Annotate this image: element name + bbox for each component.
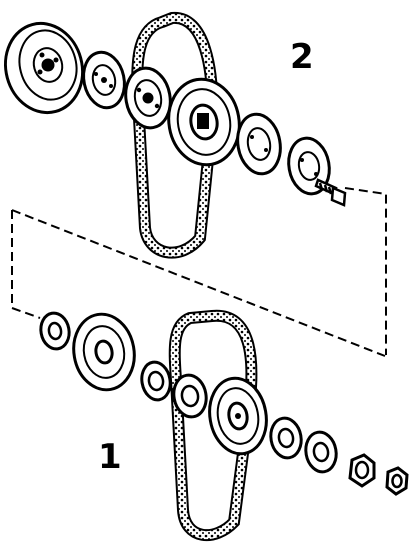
lower-washer-e <box>304 430 338 474</box>
upper-assembly <box>3 12 347 259</box>
dash-left <box>11 210 41 319</box>
upper-belt <box>131 12 219 259</box>
upper-large-pulley <box>3 21 85 115</box>
lower-lock-nut <box>385 466 409 496</box>
label-assembly-1: 1 <box>98 437 122 477</box>
label-assembly-2: 2 <box>290 37 314 77</box>
upper-flange-b <box>124 66 172 130</box>
lower-main-pulley <box>208 376 268 456</box>
lower-washer-c <box>172 373 208 419</box>
dash-right <box>344 187 387 355</box>
upper-flange-a <box>82 50 126 110</box>
dash-diagonal <box>11 209 386 357</box>
lower-washer-b <box>140 360 172 402</box>
lower-nut <box>348 453 376 488</box>
lower-belt <box>168 309 258 542</box>
upper-bolt <box>314 178 347 207</box>
lower-assembly <box>39 309 409 542</box>
dashed-alignment-lines <box>11 187 387 357</box>
upper-main-pulley <box>167 77 241 167</box>
lower-large-pulley <box>72 312 136 392</box>
lower-washer-a <box>39 311 71 351</box>
lower-washer-d <box>269 416 303 460</box>
upper-flange-c <box>236 112 282 176</box>
